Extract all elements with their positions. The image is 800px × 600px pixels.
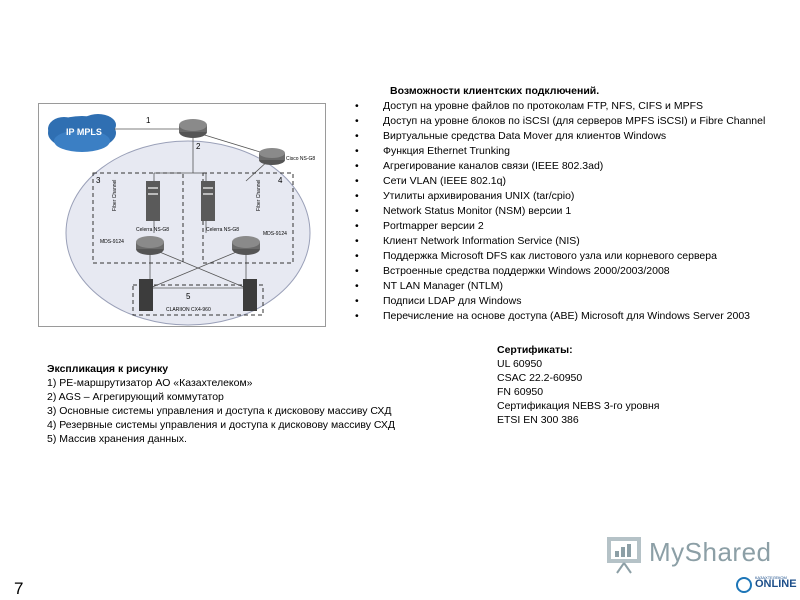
right-fc-label: Fiber Channel (256, 180, 262, 211)
legend-item: 3) Основные системы управления и доступа… (47, 405, 392, 417)
feature-item: Встроенные средства поддержки Windows 20… (350, 264, 790, 279)
watermark-text: MyShared (649, 537, 772, 567)
feature-item: Поддержка Microsoft DFS как листового уз… (350, 249, 790, 264)
callout-1: 1 (146, 116, 151, 125)
feature-item: Подписи LDAP для Windows (350, 294, 790, 309)
callout-3: 3 (96, 176, 101, 185)
feature-item: Сети VLAN (IEEE 802.1q) (350, 174, 790, 189)
certificate-item: FN 60950 (497, 386, 544, 398)
certificates-section: Сертификаты: UL 60950 CSAC 22.2-60950 FN… (497, 343, 659, 427)
router-label: Cisco NS-G8 (286, 156, 315, 162)
storage-array-left-icon (139, 279, 153, 311)
feature-item: Виртуальные средства Data Mover для клие… (350, 129, 790, 144)
callout-5: 5 (186, 292, 191, 301)
online-logo: КАЗАХТЕЛЕКОМ ONLINE (735, 575, 797, 597)
legend-item: 1) PE-маршрутизатор АО «Казахтелеком» (47, 377, 253, 389)
right-switch-label: MDS-9124 (263, 231, 287, 237)
right-switch-icon (232, 236, 260, 255)
features-list: Доступ на уровне файлов по протоколам FT… (350, 99, 790, 324)
storage-box (132, 284, 264, 316)
cisco-router-icon (259, 148, 285, 165)
logo-ring-icon (736, 577, 752, 593)
pe-router-icon (179, 119, 207, 138)
ip-mpls-cloud (48, 114, 116, 152)
features-title: Возможности клиентских подключений. (390, 85, 600, 97)
legend-section: Экспликация к рисунку 1) PE-маршрутизато… (47, 362, 395, 446)
logo-subtext: КАЗАХТЕЛЕКОМ (755, 575, 787, 580)
left-celerra-label: Celerra NS-G8 (136, 227, 169, 233)
storage-label: CLARIION CX4-960 (166, 307, 211, 313)
callout-4: 4 (278, 176, 283, 185)
legend-item: 5) Массив хранения данных. (47, 433, 187, 445)
certificates-title: Сертификаты: (497, 344, 573, 356)
certificate-item: ETSI EN 300 386 (497, 414, 579, 426)
certificate-item: CSAC 22.2-60950 (497, 372, 583, 384)
cloud-label: IP MPLS (66, 127, 102, 137)
certificate-item: UL 60950 (497, 358, 543, 370)
page-number: 7 (14, 579, 24, 598)
feature-item: NT LAN Manager (NTLM) (350, 279, 790, 294)
feature-item: Доступ на уровне файлов по протоколам FT… (350, 99, 790, 114)
primary-systems-box (92, 172, 184, 264)
left-switch-label: MDS-9124 (100, 239, 124, 245)
left-celerra-icon (146, 181, 160, 221)
feature-item: Перечисление на основе доступа (ABE) Mic… (350, 309, 790, 324)
left-fc-label: Fiber Channel (112, 180, 118, 211)
legend-item: 2) AGS – Агрегирующий коммутатор (47, 391, 224, 403)
features-section: Возможности клиентских подключений. Дост… (350, 84, 790, 324)
certificate-item: Сертификация NEBS 3-го уровня (497, 400, 660, 412)
left-switch-icon (136, 236, 164, 255)
feature-item: Агрегирование каналов связи (IEEE 802.3a… (350, 159, 790, 174)
legend-title: Экспликация к рисунку (47, 363, 169, 375)
feature-item: Network Status Monitor (NSM) версии 1 (350, 204, 790, 219)
callout-2: 2 (196, 142, 201, 151)
right-celerra-label: Celerra NS-G8 (206, 227, 239, 233)
logo-text: ONLINE (755, 578, 797, 590)
storage-array-right-icon (243, 279, 257, 311)
legend-item: 4) Резервные системы управления и доступ… (47, 419, 396, 431)
feature-item: Утилиты архивирования UNIX (tar/cpio) (350, 189, 790, 204)
feature-item: Функция Ethernet Trunking (350, 144, 790, 159)
feature-item: Portmapper версии 2 (350, 219, 790, 234)
network-diagram: IP MPLS (38, 103, 326, 327)
network-diagram-svg: IP MPLS (38, 103, 326, 327)
right-celerra-icon (201, 181, 215, 221)
watermark: MyShared (605, 533, 772, 575)
presentation-icon (607, 537, 641, 574)
feature-item: Доступ на уровне блоков по iSCSI (для се… (350, 114, 790, 129)
feature-item: Клиент Network Information Service (NIS) (350, 234, 790, 249)
